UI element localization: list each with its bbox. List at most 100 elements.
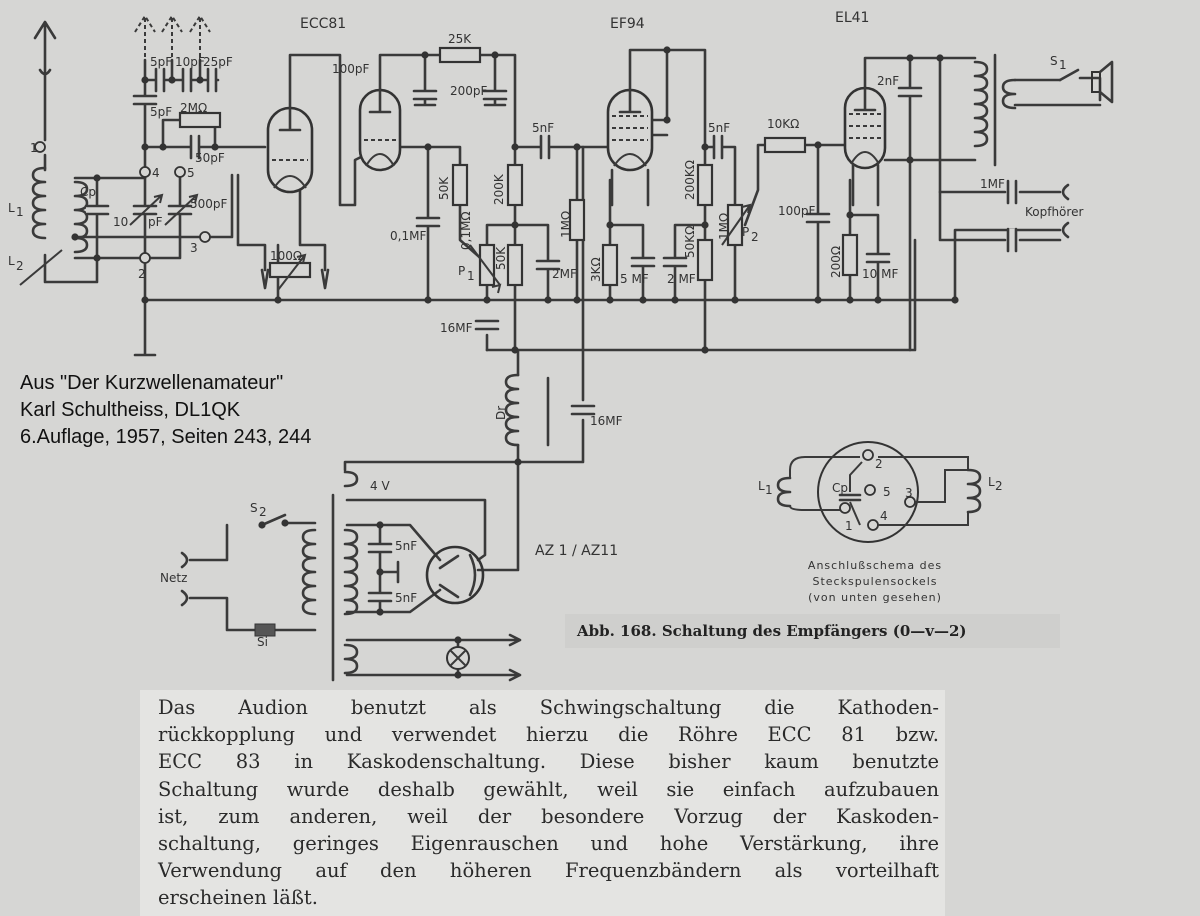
- label: 2MΩ: [180, 101, 207, 115]
- terminal: [34, 141, 46, 153]
- switch-s2: [260, 513, 287, 527]
- junction: [573, 143, 581, 151]
- coil: [966, 468, 982, 514]
- capacitor: [84, 204, 110, 216]
- capacitor-gap: [155, 69, 165, 91]
- socket-cp: [838, 493, 862, 502]
- junction: [454, 636, 462, 644]
- label: 25pF: [203, 55, 233, 69]
- resistor: [506, 243, 524, 287]
- citation-line: 6.Auflage, 1957, Seiten 243, 244: [20, 426, 312, 448]
- label: 2: [995, 479, 1003, 493]
- label: Dr: [494, 406, 508, 420]
- terminal-label: 4: [152, 166, 160, 180]
- coil: [301, 528, 317, 616]
- socket-caption-line: Steckspulensockels: [812, 575, 938, 588]
- label: 10: [113, 215, 128, 229]
- junction: [511, 143, 519, 151]
- junction: [814, 141, 822, 149]
- junction: [814, 296, 822, 304]
- adjust-arrow: [277, 253, 307, 291]
- socket-caption-line: (von unten gesehen): [808, 591, 942, 604]
- coil-label: L: [8, 254, 15, 268]
- capacitor: [415, 216, 441, 228]
- capacitor: [412, 89, 438, 101]
- label: 2: [259, 505, 267, 519]
- tube-anode: [368, 88, 392, 114]
- capacitor: [805, 212, 831, 224]
- label: 5 MF: [620, 272, 649, 286]
- capacitor: [181, 67, 193, 93]
- tube-ef94-label: EF94: [610, 16, 645, 32]
- coil: [31, 166, 47, 240]
- label: 500pF: [190, 197, 228, 211]
- capacitor-gap: [572, 405, 594, 415]
- label: 2nF: [877, 74, 899, 88]
- terminal: [867, 519, 879, 531]
- rectifier-cathode: [468, 553, 477, 597]
- junction: [701, 143, 709, 151]
- label: 200pF: [450, 84, 488, 98]
- junction: [281, 519, 289, 527]
- cathode-leads: [610, 168, 650, 207]
- tube-cathode: [850, 151, 880, 165]
- label: 5nF: [708, 121, 730, 135]
- label: Cp: [80, 185, 96, 199]
- junction: [671, 296, 679, 304]
- mains-jack: [180, 551, 189, 607]
- capacitor-gap: [867, 253, 889, 263]
- capacitor: [367, 591, 393, 603]
- capacitor-gap: [664, 257, 686, 267]
- terminal-label: 3: [190, 241, 198, 255]
- label: 50pF: [195, 151, 225, 165]
- capacitor: [474, 319, 500, 331]
- junction: [846, 211, 854, 219]
- capacitor-gap: [713, 136, 723, 158]
- terminal-label: 1: [30, 141, 38, 155]
- junction: [491, 51, 499, 59]
- capacitor: [1006, 179, 1018, 205]
- capacitor-gap: [537, 260, 559, 270]
- junction: [514, 458, 522, 466]
- capacitor-gap: [134, 95, 156, 105]
- capacitor-gap: [190, 136, 200, 158]
- label: 100Ω: [270, 249, 302, 263]
- capacitor: [570, 404, 596, 416]
- paragraph-line: Schaltung wurde deshalb gewählt, weil si…: [158, 777, 939, 801]
- junction: [211, 143, 219, 151]
- label: 16MF: [590, 414, 623, 428]
- coil: [343, 470, 359, 488]
- label: 10KΩ: [767, 117, 799, 131]
- terminal: [862, 449, 874, 461]
- labels: ECC81 EF94 EL41 AZ 1 / AZ11 5pF 10pF 25p…: [8, 10, 1083, 649]
- junction: [639, 296, 647, 304]
- junction: [936, 54, 944, 62]
- adjust-arrow: [19, 249, 63, 286]
- coil: [343, 528, 359, 616]
- paragraph-line: Verwendung auf den höheren Frequenzbände…: [158, 859, 939, 883]
- junction: [141, 296, 149, 304]
- capacitor: [132, 204, 158, 216]
- coil: [343, 643, 359, 675]
- junction: [376, 521, 384, 529]
- resistor: [178, 111, 222, 129]
- label: 1: [1059, 58, 1067, 72]
- label: 3KΩ: [589, 257, 603, 282]
- tube-anode: [278, 106, 302, 132]
- junction: [906, 54, 914, 62]
- coil-label: 2: [16, 259, 24, 273]
- label: 50K: [437, 176, 451, 200]
- capacitor-gap: [369, 592, 391, 602]
- adjust-arrow: [164, 193, 199, 226]
- label: L: [758, 479, 765, 493]
- junction: [424, 296, 432, 304]
- label: 100pF: [778, 204, 816, 218]
- tube-anode: [853, 86, 877, 112]
- resistor: [268, 261, 312, 279]
- tube-ecc81-label: ECC81: [300, 16, 346, 32]
- coil: [504, 373, 520, 447]
- junction: [421, 51, 429, 59]
- junction: [141, 76, 149, 84]
- label: 1MΩ: [559, 211, 573, 238]
- socket-caption-line: Anschlußschema des: [807, 559, 943, 572]
